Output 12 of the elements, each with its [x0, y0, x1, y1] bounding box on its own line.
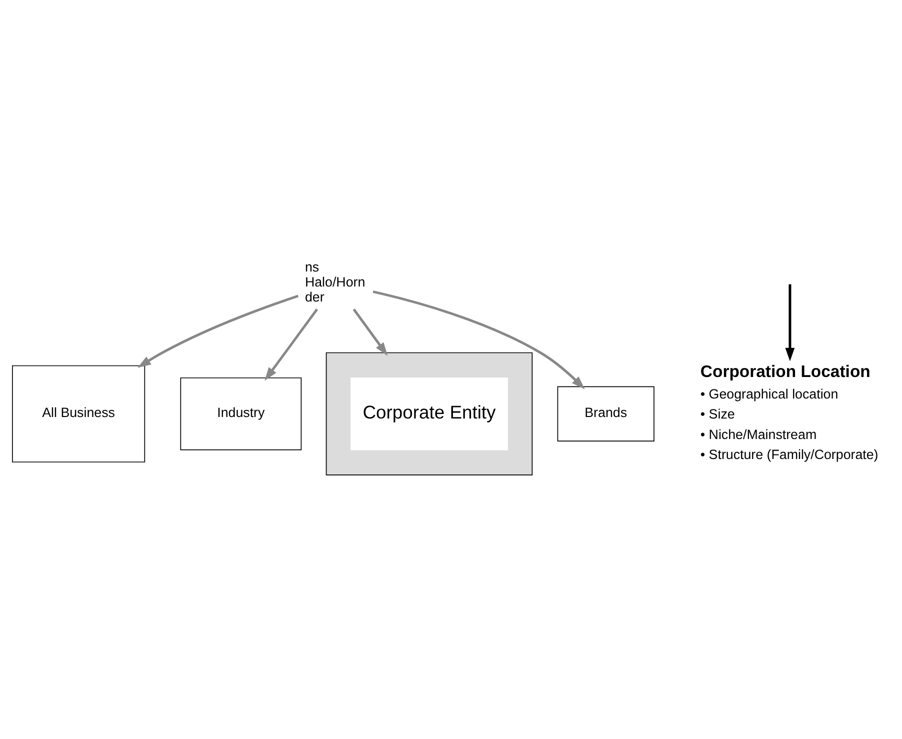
arrow: [785, 284, 795, 362]
node-text: ns Halo/Horn der: [304, 259, 366, 305]
node-box: Industry: [180, 377, 302, 450]
cluster: [326, 352, 533, 476]
node-text: Corporation Location • Geographical location • Size • Niche/Mainstream • Structure (Family/Corporate): [700, 362, 878, 462]
node-box: Brands: [557, 386, 654, 442]
node-box: Corporate Entity: [350, 377, 508, 450]
arrow: [352, 308, 388, 356]
arrow: [264, 308, 318, 381]
node-box: All Business: [12, 365, 146, 462]
arrow: [138, 294, 299, 368]
arrow: [372, 290, 585, 390]
